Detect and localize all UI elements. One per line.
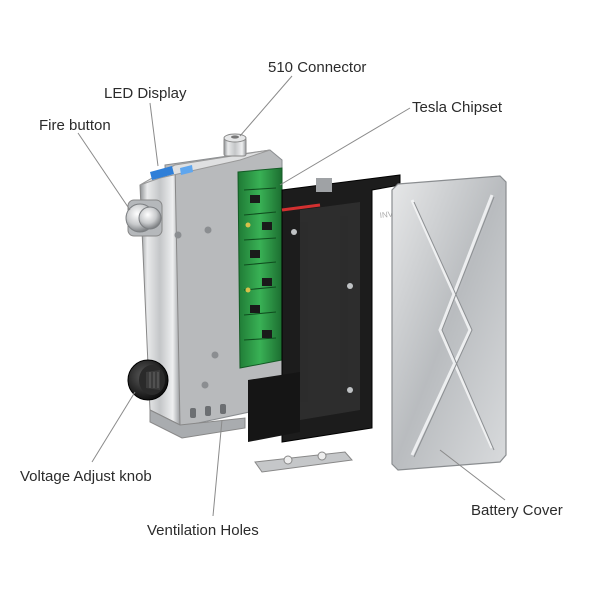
label-tesla-chipset: Tesla Chipset bbox=[412, 99, 503, 116]
leader-fire-button bbox=[77, 132, 131, 211]
battery-sled: INVADER bbox=[248, 174, 415, 443]
battery-cover-part bbox=[391, 175, 507, 471]
label-voltage-knob: Voltage Adjust knob bbox=[20, 468, 152, 485]
leader-lines bbox=[77, 75, 506, 517]
leader-ventilation-holes bbox=[212, 419, 223, 517]
connector-510-part bbox=[223, 133, 247, 157]
leader-tesla-chipset bbox=[279, 107, 411, 186]
tesla-chipset-part bbox=[237, 167, 283, 369]
leader-led-display bbox=[149, 102, 159, 167]
label-led-display: LED Display bbox=[104, 85, 187, 102]
leader-battery-cover bbox=[439, 449, 506, 501]
leader-510-connector bbox=[239, 75, 293, 137]
label-ventilation-holes: Ventilation Holes bbox=[147, 522, 259, 539]
led-display bbox=[150, 165, 193, 180]
label-fire-button: Fire button bbox=[39, 117, 111, 134]
label-510-connector: 510 Connector bbox=[268, 59, 367, 76]
contact-plate bbox=[254, 451, 353, 473]
leader-voltage-knob bbox=[91, 391, 136, 463]
voltage-knob-part bbox=[127, 359, 169, 401]
fire-button-part bbox=[125, 199, 163, 237]
label-battery-cover: Battery Cover bbox=[471, 502, 563, 519]
